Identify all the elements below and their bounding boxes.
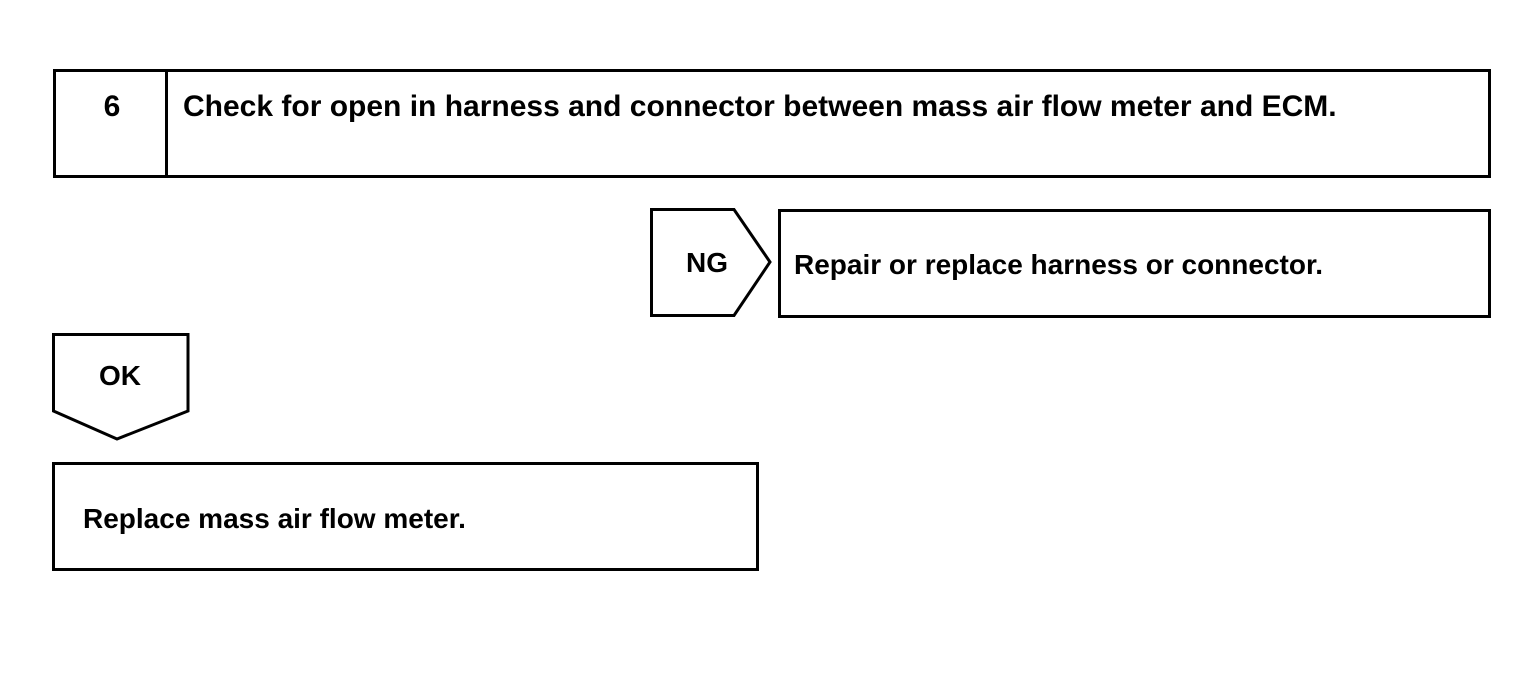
ng-arrow-tag — [650, 208, 772, 317]
ok-label: OK — [99, 360, 141, 391]
step-number-cell: 6 — [56, 72, 168, 175]
ok-action-box: Replace mass air flow meter. — [52, 462, 759, 571]
ok-arrow-tag — [52, 333, 190, 441]
ok-action-text: Replace mass air flow meter. — [83, 503, 466, 534]
ng-action-text: Repair or replace harness or connector. — [794, 249, 1324, 280]
step-number: 6 — [103, 90, 121, 123]
step-box: 6 Check for open in harness and connecto… — [53, 69, 1491, 178]
step-title: Check for open in harness and connector … — [183, 90, 1337, 123]
ng-label: NG — [686, 247, 728, 278]
ng-action-box: Repair or replace harness or connector. — [778, 209, 1491, 318]
